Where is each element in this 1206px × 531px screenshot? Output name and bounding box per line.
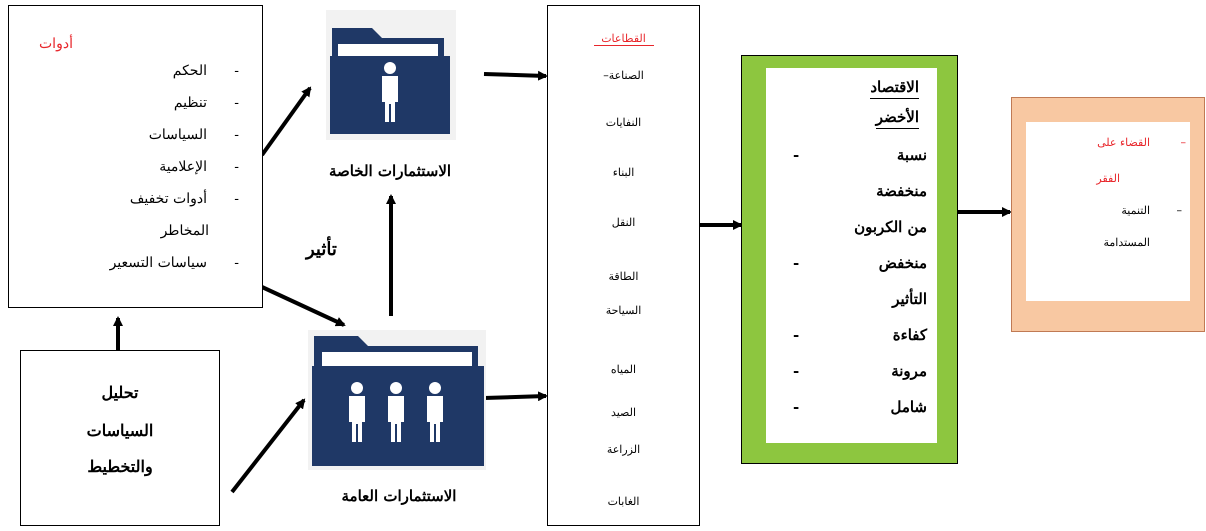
sector-item: النفايات bbox=[605, 116, 642, 129]
tools-item-label: الإعلامية bbox=[159, 159, 207, 175]
bullet: - bbox=[793, 254, 800, 272]
tools-item: - أدوات تخفيف bbox=[39, 191, 239, 207]
public-investment-folder bbox=[308, 330, 486, 470]
arrow-tools-to-private bbox=[260, 86, 312, 157]
tools-item-label: السياسات bbox=[148, 127, 207, 143]
green-item-label: منخفضة bbox=[876, 182, 927, 200]
green-economy-title-1: الاقتصاد bbox=[870, 78, 919, 99]
green-item-label: من الكربون bbox=[854, 218, 927, 236]
bullet: – bbox=[1180, 136, 1187, 149]
bullet: - bbox=[234, 255, 239, 271]
arrow-tools-to-public bbox=[261, 285, 346, 327]
green-item-label: مرونة bbox=[891, 362, 927, 380]
green-economy-inner: الاقتصاد الأخضر -نسبة منخفضة من الكربون … bbox=[766, 68, 937, 443]
sector-item: الزراعة bbox=[606, 443, 641, 456]
tools-item-label: أدوات تخفيف bbox=[129, 191, 207, 207]
sector-item: الصيد bbox=[610, 406, 637, 419]
sector-item: البناء bbox=[612, 166, 635, 179]
arrow-public-to-sectors bbox=[483, 391, 548, 402]
sector-item: الطاقة bbox=[608, 270, 639, 283]
tools-item-label: سياسات التسعير bbox=[109, 255, 207, 271]
tools-item: - الإعلامية bbox=[39, 159, 239, 175]
bullet: - bbox=[793, 398, 800, 416]
tools-item-label: تنظيم bbox=[173, 95, 207, 111]
bullet: - bbox=[234, 127, 239, 143]
sector-item: المياه bbox=[610, 363, 637, 376]
private-investment-label: الاستثمارات الخاصة bbox=[328, 162, 452, 180]
analysis-line-1: تحليل bbox=[101, 383, 139, 402]
outcome-item-label: التنمية bbox=[1121, 204, 1150, 217]
sector-item: الغابات bbox=[607, 495, 640, 508]
arrow-private-to-sectors bbox=[483, 70, 548, 81]
outcomes-inner: – القضاء على الفقر – التنمية المستدامة bbox=[1026, 122, 1190, 301]
tools-item: - السياسات bbox=[39, 127, 239, 143]
bullet: - bbox=[234, 95, 239, 111]
outcome-item-label: القضاء على bbox=[1097, 136, 1150, 149]
bullet: - bbox=[234, 63, 239, 79]
bullet: – bbox=[1176, 204, 1183, 217]
tools-item: - الحكم bbox=[39, 63, 239, 79]
outcomes-outer: – القضاء على الفقر – التنمية المستدامة bbox=[1011, 97, 1205, 332]
analysis-line-2: السياسات bbox=[86, 421, 154, 440]
sector-item: السياحة bbox=[605, 304, 642, 317]
tools-title: أدوات bbox=[39, 36, 73, 52]
tools-item: المخاطر bbox=[39, 223, 239, 239]
green-item-label: نسبة bbox=[896, 146, 927, 164]
public-investment-label: الاستثمارات العامة bbox=[341, 487, 457, 505]
analysis-line-3: والتخطيط bbox=[87, 457, 153, 476]
bullet: - bbox=[793, 146, 800, 164]
sectors-title: القطاعات bbox=[593, 32, 654, 46]
influence-label: تأثير bbox=[306, 239, 337, 260]
sectors-box: القطاعات –الصناعة النفايات البناء النقل … bbox=[547, 5, 700, 526]
folder-person-icon bbox=[326, 10, 456, 140]
bullet: - bbox=[793, 326, 800, 344]
tools-item: - سياسات التسعير bbox=[39, 255, 239, 271]
tools-item-label: المخاطر bbox=[160, 223, 209, 239]
bullet: - bbox=[234, 159, 239, 175]
outcome-item-label: الفقر bbox=[1096, 172, 1120, 185]
green-item-label: كفاءة bbox=[892, 326, 927, 344]
sector-item: النقل bbox=[611, 216, 636, 229]
green-economy-title-2: الأخضر bbox=[875, 108, 919, 129]
green-item-label: منخفض bbox=[878, 254, 927, 272]
green-item-label: شامل bbox=[890, 398, 927, 416]
analysis-box: تحليل السياسات والتخطيط bbox=[20, 350, 220, 526]
bullet: - bbox=[234, 191, 239, 207]
tools-item: - تنظيم bbox=[39, 95, 239, 111]
arrow-analysis-to-public bbox=[230, 398, 306, 494]
private-investment-folder bbox=[326, 10, 456, 140]
outcome-item-label: المستدامة bbox=[1103, 236, 1150, 249]
bullet: - bbox=[793, 362, 800, 380]
folder-group-icon bbox=[308, 330, 486, 470]
tools-item-label: الحكم bbox=[172, 63, 207, 79]
sector-item: –الصناعة bbox=[603, 69, 644, 82]
green-item-label: التأثير bbox=[892, 290, 927, 308]
tools-box: أدوات - الحكم - تنظيم - السياسات - الإعلامية… bbox=[8, 5, 263, 308]
green-economy-outer: الاقتصاد الأخضر -نسبة منخفضة من الكربون … bbox=[741, 55, 958, 464]
